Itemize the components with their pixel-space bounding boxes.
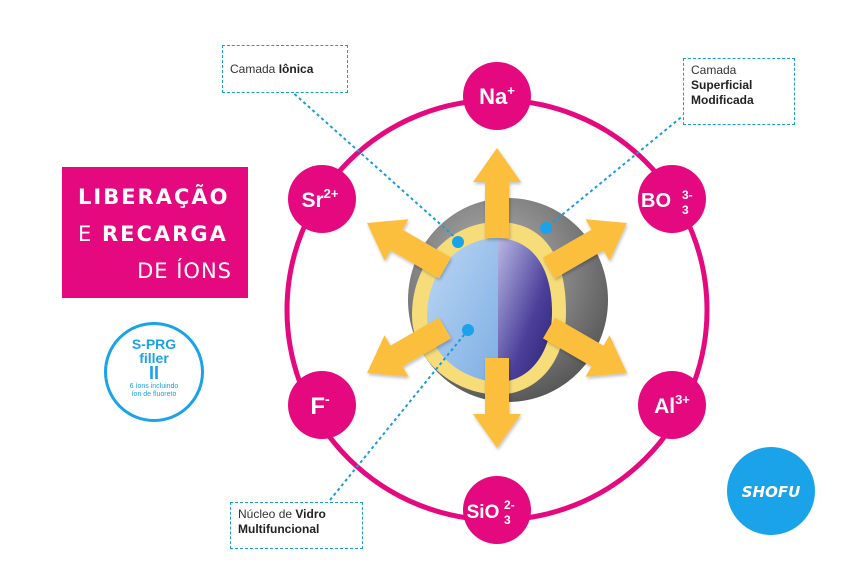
ion-al-label: Al3+ [654, 392, 690, 418]
marker-dot-surface [540, 222, 552, 234]
leader-line-core [329, 329, 469, 501]
callout-ionic-bold: Iônica [278, 62, 314, 76]
ion-bo-circle [638, 165, 706, 233]
callout-surface-line-2: Superficial [691, 78, 753, 92]
callout-glass-core: Núcleo de Vidro Multifuncional [230, 502, 363, 549]
ion-bo-superscript: 3- [682, 188, 693, 202]
arrow-up [473, 148, 521, 238]
arrow-group [367, 148, 627, 448]
shofu-logo: SHOFU [727, 447, 815, 535]
s-prg-badge: S-PRG filler II 6 íons incluindo íon de … [104, 322, 204, 422]
marker-dot-ionic [452, 236, 464, 248]
ion-na-circle [463, 62, 531, 130]
badge-line-3: II [148, 363, 159, 383]
badge-line-4: 6 íons incluindo [129, 383, 179, 390]
callout-core-line-2: Multifuncional [238, 522, 320, 536]
arrow-lower-left [367, 317, 451, 377]
callout-core-line-1a: Núcleo de [238, 507, 296, 521]
arrow-lower-right [543, 317, 627, 377]
leader-line-ionic [289, 89, 459, 241]
ion-sr-circle [288, 165, 356, 233]
glass-core-right [498, 238, 552, 382]
callout-core-line-1b: Vidro [295, 507, 326, 521]
badge-line-1: S-PRG [131, 336, 177, 352]
callout-surface-line-1: Camada [691, 63, 737, 77]
ion-sio-circle [463, 476, 531, 544]
title-box: LIBERAÇÃO E RECARGA DE ÍONS [62, 167, 248, 298]
glass-core-left [427, 238, 498, 382]
ion-na: Na+ [463, 62, 531, 130]
ion-bo-subscript: 3 [682, 203, 689, 217]
logo-circle [727, 447, 815, 535]
arrow-upper-left [367, 219, 451, 279]
badge-line-5: íon de fluoreto [131, 391, 177, 398]
badge-line-2: filler [139, 350, 169, 366]
ion-bo: BO 3- 3 [638, 165, 706, 233]
ion-f-label: F- [310, 391, 330, 420]
ion-al: Al3+ [638, 371, 706, 439]
title-line-2-prefix: E [78, 222, 94, 246]
ion-al-circle [638, 371, 706, 439]
callout-ionic-layer: Camada Iônica [222, 45, 348, 93]
ion-f-circle [288, 371, 356, 439]
ion-sio-subscript: 3 [504, 513, 511, 527]
ion-sio: SiO 2- 3 [463, 476, 531, 544]
callout-surface-line-3: Modificada [691, 93, 754, 107]
title-line-3: DE ÍONS [137, 259, 232, 283]
callout-surface-layer: Camada Superficial Modificada [683, 58, 795, 125]
leader-line-surface [545, 109, 691, 229]
marker-dot-core [462, 324, 474, 336]
arrow-down [473, 358, 521, 448]
ion-f: F- [288, 371, 356, 439]
ion-sr-label: Sr2+ [301, 186, 338, 212]
callout-ionic-prefix: Camada [230, 62, 279, 76]
logo-text: SHOFU [742, 483, 801, 501]
ion-sio-superscript: 2- [504, 498, 515, 512]
ion-sio-base: SiO [467, 502, 500, 523]
ion-na-label: Na+ [479, 83, 515, 109]
ion-bo-base: BO [641, 190, 671, 212]
title-line-2-main: RECARGA [102, 222, 228, 246]
title-line-1: LIBERAÇÃO [78, 185, 230, 209]
arrow-upper-right [543, 219, 627, 279]
ion-sr: Sr2+ [288, 165, 356, 233]
